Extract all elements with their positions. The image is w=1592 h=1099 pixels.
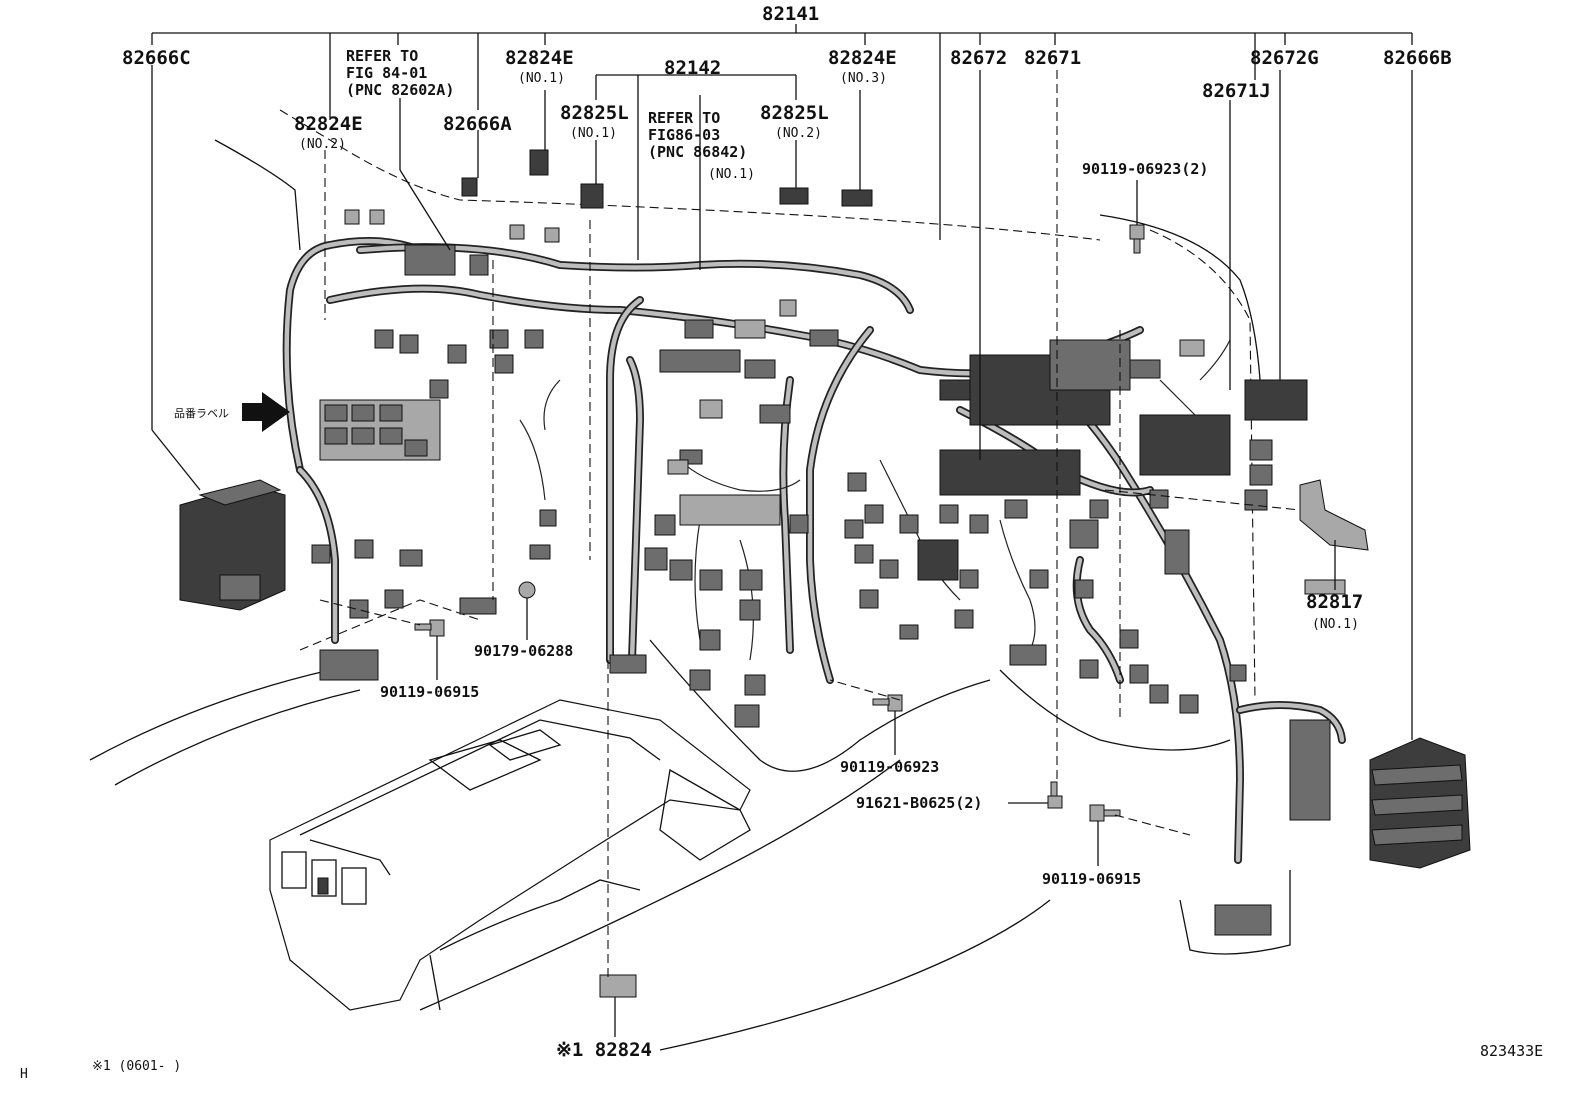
- label-no1-c: (NO.1): [708, 167, 755, 182]
- bolts: [414, 224, 1369, 822]
- label-82825l-no2: 82825L: [760, 102, 829, 124]
- footnote: ※1 (0601- ): [92, 1059, 181, 1074]
- connectors: [311, 149, 1346, 998]
- label-82671: 82671: [1024, 47, 1081, 69]
- label-82824e-no2: 82824E: [294, 113, 363, 135]
- refer-84-01-line3: (PNC 82602A): [346, 81, 454, 99]
- label-82666a: 82666A: [443, 113, 512, 135]
- label-no3: (NO.3): [840, 71, 887, 86]
- label-no1-d: (NO.1): [1312, 617, 1359, 632]
- label-arrow-icon: [242, 392, 290, 432]
- relay-box-left: [179, 479, 286, 611]
- label-no1-b: (NO.1): [570, 126, 617, 141]
- label-82666b: 82666B: [1383, 47, 1452, 69]
- label-82672g: 82672G: [1250, 47, 1319, 69]
- corner-mark: H: [20, 1067, 28, 1082]
- label-82824e-no1: 82824E: [505, 47, 574, 69]
- label-90119-06923-2: 90119-06923(2): [1082, 160, 1208, 178]
- label-no2-b: (NO.2): [775, 126, 822, 141]
- dashboard-outline: [89, 109, 1291, 1051]
- label-90119-06915-b: 90119-06915: [1042, 870, 1141, 888]
- center-console: [269, 699, 751, 1011]
- refer-84-01-line2: FIG 84-01: [346, 64, 427, 82]
- label-90119-06923: 90119-06923: [840, 758, 939, 776]
- label-91621-b0625-2: 91621-B0625(2): [856, 794, 982, 812]
- label-82824: ※1 82824: [556, 1039, 652, 1061]
- refer-86-03-line3: (PNC 86842): [648, 143, 747, 161]
- label-82666c: 82666C: [122, 47, 191, 69]
- label-90119-06915-a: 90119-06915: [380, 683, 479, 701]
- label-90179-06288: 90179-06288: [474, 642, 573, 660]
- label-82824e-no3: 82824E: [828, 47, 897, 69]
- label-no2-a: (NO.2): [299, 137, 346, 152]
- refer-84-01-line1: REFER TO: [346, 47, 418, 65]
- relay-box-right: [1369, 737, 1471, 869]
- label-part-number-jp: 品番ラベル: [174, 407, 229, 420]
- label-82142: 82142: [664, 57, 721, 79]
- label-82817: 82817: [1306, 591, 1363, 613]
- refer-86-03-line1: REFER TO: [648, 109, 720, 127]
- label-82141: 82141: [762, 3, 819, 25]
- label-82672: 82672: [950, 47, 1007, 69]
- figure-code: 823433E: [1480, 1042, 1543, 1060]
- label-no1-a: (NO.1): [518, 71, 565, 86]
- label-82671j: 82671J: [1202, 80, 1271, 102]
- refer-86-03-line2: FIG86-03: [648, 126, 720, 144]
- label-82825l-no1: 82825L: [560, 102, 629, 124]
- part-labels: 82141 82666C REFER TO FIG 84-01 (PNC 826…: [20, 3, 1543, 1082]
- top-bracket-82141: [151, 24, 1413, 240]
- leader-lines: [151, 65, 1413, 1037]
